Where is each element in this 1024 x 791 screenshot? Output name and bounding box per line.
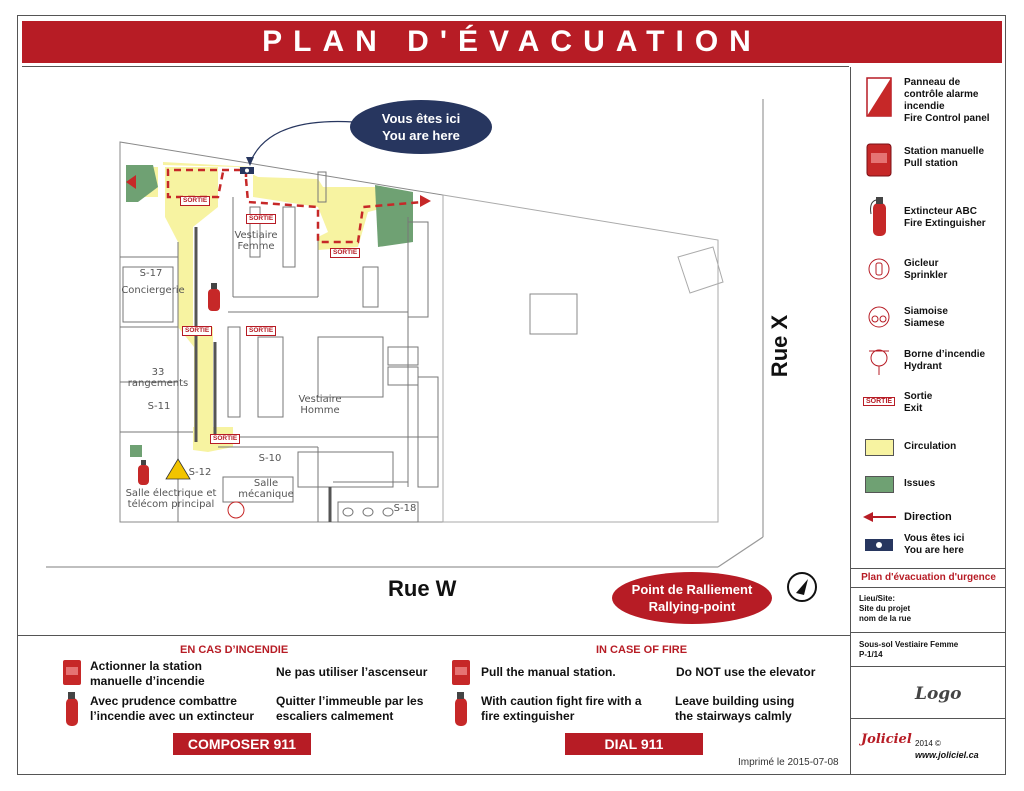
siamese-icon bbox=[868, 306, 890, 328]
pull-station-icon bbox=[866, 143, 892, 177]
exit-sign: SORTIE bbox=[210, 434, 241, 444]
rally-point-en: Rallying-point bbox=[648, 599, 736, 614]
brand-logo: Joliciel bbox=[861, 732, 912, 747]
room-label-s18: S-18 bbox=[393, 503, 417, 514]
street-x-label: Rue X bbox=[767, 314, 792, 378]
logo-placeholder: Logo bbox=[915, 684, 962, 704]
exit-sign: SORTIE bbox=[180, 196, 211, 206]
you-are-here-fr: Vous êtes ici bbox=[381, 111, 461, 126]
circulation-swatch bbox=[865, 439, 894, 456]
fire-control-panel-icon bbox=[866, 77, 892, 117]
brand-url[interactable]: www.joliciel.ca bbox=[915, 750, 979, 760]
room-label-s10: S-10 bbox=[258, 453, 282, 464]
north-arrow-icon bbox=[787, 572, 817, 602]
pull-station-icon bbox=[452, 660, 470, 685]
exit-sign-icon: SORTIE bbox=[863, 397, 896, 406]
fr-instructions-title: EN CAS D’INCENDIE bbox=[180, 644, 289, 656]
copyright: 2014 © bbox=[915, 739, 941, 748]
direction-arrow-icon bbox=[863, 512, 896, 522]
room-label-conciergerie: Conciergerie bbox=[121, 285, 185, 296]
exit-sign: SORTIE bbox=[182, 326, 213, 336]
page-title: PLAN D'ÉVACUATION bbox=[22, 21, 1002, 63]
plan-info: Plan d'évacuation d'urgence Lieu/Site:Si… bbox=[850, 568, 1006, 774]
extinguisher-icon bbox=[138, 460, 149, 485]
compose-911-banner: COMPOSER 911 bbox=[173, 733, 311, 755]
sprinkler-icon bbox=[868, 258, 890, 280]
fr-instr-elevator: Ne pas utiliser l’ascenseur bbox=[276, 665, 428, 679]
fire-extinguisher-icon bbox=[66, 692, 78, 726]
rally-point-bubble: Point de Ralliement Rallying-point bbox=[612, 572, 772, 624]
hydrant-icon bbox=[869, 349, 889, 375]
divider bbox=[22, 66, 849, 67]
printed-date: Imprimé le 2015-07-08 bbox=[738, 757, 839, 768]
en-instr-pull: Pull the manual station. bbox=[481, 665, 616, 679]
pull-station-icon bbox=[63, 660, 81, 685]
exit-sign: SORTIE bbox=[246, 214, 277, 224]
exit-sign: SORTIE bbox=[330, 248, 361, 258]
room-label-s12: S-12 bbox=[188, 467, 212, 478]
rally-point-fr: Point de Ralliement bbox=[631, 582, 753, 597]
street-w-label: Rue W bbox=[388, 576, 457, 601]
floor-plan-drawing bbox=[46, 99, 817, 602]
room-label-s11: S-11 bbox=[147, 401, 171, 412]
you-are-here-en: You are here bbox=[382, 128, 460, 143]
fire-extinguisher-icon bbox=[870, 197, 886, 236]
en-instructions-title: IN CASE OF FIRE bbox=[596, 644, 688, 656]
fire-extinguisher-icon bbox=[455, 692, 467, 726]
you-are-here-bubble: Vous êtes ici You are here bbox=[350, 100, 492, 154]
issues-swatch bbox=[865, 476, 894, 493]
extinguisher-icon bbox=[208, 283, 220, 311]
dial-911-banner: DIAL 911 bbox=[565, 733, 703, 755]
exit-sign: SORTIE bbox=[246, 326, 277, 336]
info-header: Plan d'évacuation d'urgence bbox=[851, 568, 1006, 588]
poster-frame bbox=[17, 15, 1006, 775]
room-label-s17: S-17 bbox=[139, 268, 163, 279]
you-are-here-icon bbox=[865, 539, 893, 551]
en-instr-elevator: Do NOT use the elevator bbox=[676, 665, 816, 679]
floor-plan: SORTIE SORTIE SORTIE SORTIE SORTIE SORTI… bbox=[18, 67, 850, 635]
